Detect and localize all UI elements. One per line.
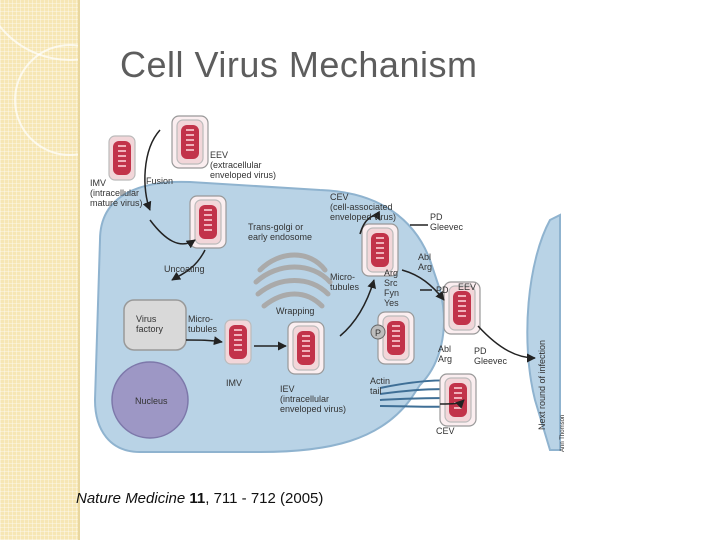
label-imv-bottom: IMV <box>226 378 242 388</box>
virus-imv-top <box>108 135 136 181</box>
virus-factory <box>123 299 187 351</box>
label-fusion: Fusion <box>146 176 173 186</box>
label-microtubules-right: Micro-tubules <box>330 272 360 292</box>
caption-rest: , 711 - 712 (2005) <box>205 490 324 507</box>
citation-caption: Nature Medicine 11, 711 - 712 (2005) <box>76 490 323 507</box>
caption-volume: 11 <box>189 490 206 507</box>
virus-entry <box>190 196 226 248</box>
sidebar-divider <box>78 0 80 540</box>
phospho-badge: P <box>375 328 381 338</box>
label-eev-right: EEV <box>458 282 476 292</box>
label-cev-bottom: CEV <box>436 426 455 436</box>
virus-cev-bottom <box>440 374 476 426</box>
label-nucleus: Nucleus <box>135 396 168 406</box>
label-uncoating: Uncoating <box>164 264 205 274</box>
golgi-apparatus <box>253 252 333 309</box>
label-pd-mid: PD <box>436 285 449 295</box>
caption-journal: Nature Medicine <box>76 490 186 507</box>
virus-imv-bottom <box>224 319 252 365</box>
virus-iev <box>288 322 324 374</box>
credit-label: Ann Thomson <box>560 415 566 452</box>
decorative-sidebar <box>0 0 156 540</box>
neighbor-cell <box>526 213 561 451</box>
nucleus <box>111 361 189 439</box>
virus-eev-top <box>172 116 208 168</box>
virus-attached <box>378 312 414 364</box>
decorative-circles <box>0 0 156 156</box>
label-microtubules-left: Micro-tubules <box>188 314 218 334</box>
flow-arrows <box>142 129 536 409</box>
next-round-label: Next round of infection <box>537 340 547 430</box>
label-wrapping: Wrapping <box>276 306 314 316</box>
slide-title: Cell Virus Mechanism <box>120 44 478 85</box>
